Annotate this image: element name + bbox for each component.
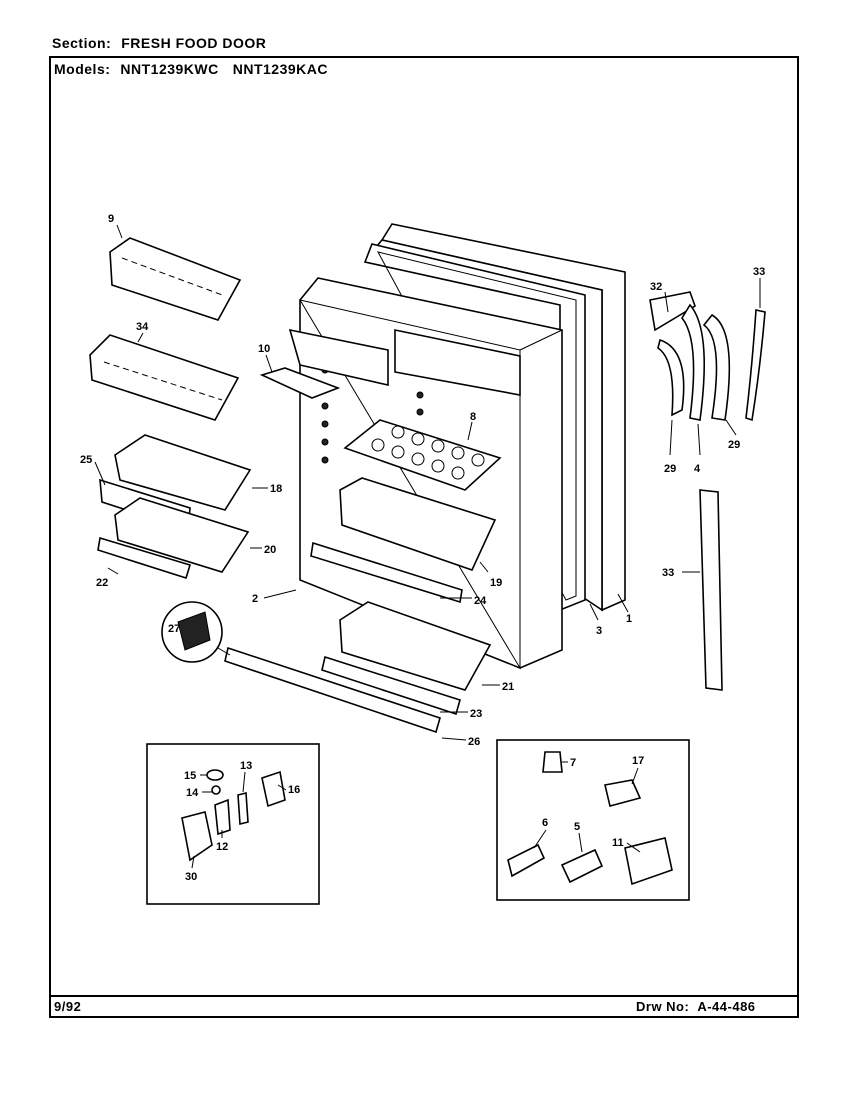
callout-32: 33 xyxy=(753,266,765,278)
callout-13: 13 xyxy=(240,760,252,772)
callout-29-right: 29 xyxy=(728,439,740,451)
bottom-door-bin-21 xyxy=(339,601,492,691)
callout-30: 30 xyxy=(185,871,197,883)
callout-1: 1 xyxy=(626,613,632,625)
callout-21: 21 xyxy=(502,681,514,693)
dairy-door-34 xyxy=(89,334,240,421)
leader-lines xyxy=(94,224,761,869)
hinge-plate-11 xyxy=(624,837,673,886)
callout-labels: 9 34 10 8 25 18 20 22 19 24 2 3 1 27 21 … xyxy=(80,213,765,883)
callout-9: 9 xyxy=(108,213,114,225)
section-value: FRESH FOOD DOOR xyxy=(121,35,267,51)
models-row: Models: NNT1239KWC NNT1239KAC xyxy=(54,61,328,77)
dairy-compartment xyxy=(394,329,521,396)
shim-6 xyxy=(507,843,546,878)
section-label: Section: xyxy=(52,35,112,51)
callout-33: 33 xyxy=(662,567,674,579)
callout-10: 10 xyxy=(258,343,270,355)
spacer-14 xyxy=(211,785,221,795)
callout-26: 26 xyxy=(468,736,480,748)
callout-20: 20 xyxy=(264,544,276,556)
callout-18: 18 xyxy=(270,483,282,495)
bracket-16 xyxy=(261,770,286,808)
section-title: Section: FRESH FOOD DOOR xyxy=(52,35,266,51)
bin-trim-22 xyxy=(97,536,192,580)
callout-14: 14 xyxy=(186,787,199,799)
shim-5 xyxy=(560,848,604,884)
diagram-frame xyxy=(49,56,799,1018)
hinge-31 xyxy=(649,291,696,332)
dairy-door-9 xyxy=(109,237,242,321)
drawing-label: Drw No: xyxy=(636,999,690,1014)
callout-4: 4 xyxy=(694,463,701,475)
callout-6: 6 xyxy=(542,817,548,829)
pin-13 xyxy=(237,791,249,826)
hardware-inset-left xyxy=(146,743,320,905)
egg-tray-8 xyxy=(343,419,502,491)
callout-12: 12 xyxy=(216,841,228,853)
callout-25: 25 xyxy=(80,454,92,466)
model-1: NNT1239KWC xyxy=(120,61,219,77)
callout-2: 2 xyxy=(252,593,258,605)
model-2: NNT1239KAC xyxy=(232,61,328,77)
bottom-trim-26 xyxy=(224,646,441,734)
callout-29-left: 29 xyxy=(664,463,676,475)
callout-22: 22 xyxy=(96,577,108,589)
footer-divider xyxy=(49,995,799,997)
callout-19: 19 xyxy=(490,577,502,589)
callout-7: 7 xyxy=(570,757,576,769)
callout-17: 17 xyxy=(632,755,644,767)
callout-3: 3 xyxy=(596,625,602,637)
screw-7 xyxy=(542,751,563,773)
callout-11: 11 xyxy=(612,837,624,849)
door-stop-10 xyxy=(259,367,341,399)
detail-circle-27 xyxy=(161,601,231,663)
hinge-4 xyxy=(681,303,706,421)
cam-17 xyxy=(604,779,642,807)
callout-24: 24 xyxy=(474,595,487,607)
callout-8: 8 xyxy=(470,411,476,423)
door-shelf-19 xyxy=(339,477,497,571)
callout-5: 5 xyxy=(574,821,580,833)
door-trim-33 xyxy=(699,489,723,691)
hinge-cover-29-left xyxy=(657,338,685,417)
hinge-bracket-30 xyxy=(181,811,213,862)
hinge-strip-32 xyxy=(745,309,766,422)
footer-date: 9/92 xyxy=(54,999,82,1014)
shelf-trim-24 xyxy=(310,541,463,604)
hinge-cover-29-right xyxy=(702,313,731,421)
drawing-number: Drw No: A-44-486 xyxy=(636,999,756,1014)
washer-15 xyxy=(206,769,224,781)
callout-27: 27 xyxy=(168,623,180,635)
callout-31: 32 xyxy=(650,281,662,293)
callout-16: 16 xyxy=(288,784,300,796)
screw-12 xyxy=(214,798,231,836)
upper-liner-shelf xyxy=(288,328,389,387)
callout-23: 23 xyxy=(470,708,482,720)
callout-34: 34 xyxy=(136,321,149,333)
bin-trim-23 xyxy=(321,655,461,716)
drawing-number-value: A-44-486 xyxy=(697,999,756,1014)
models-label: Models: xyxy=(54,61,111,77)
callout-15: 15 xyxy=(184,770,196,782)
door-bin-20 xyxy=(114,497,250,573)
hardware-inset-right xyxy=(496,739,690,901)
